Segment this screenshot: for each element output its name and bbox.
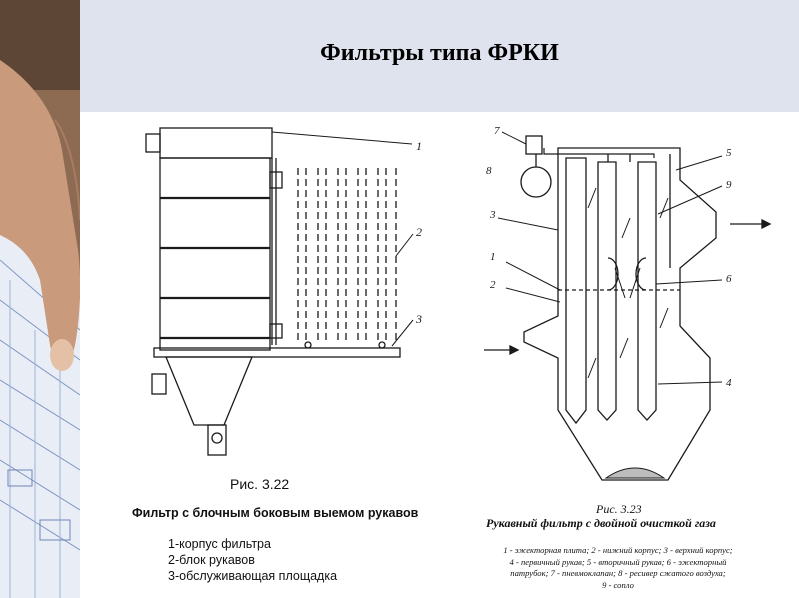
legend-left-item: 1-корпус фильтра [168,537,271,551]
callout-right-8: 8 [486,165,492,177]
figure-right-legend: 1 - эжекторная плита; 2 - нижний корпус;… [462,545,774,591]
hand-photo [0,0,80,598]
figure-right-caption: Рукавный фильтр с двойной очисткой газа [486,516,716,530]
slide-title: Фильтры типа ФРКИ [320,40,559,66]
callout-right-1: 1 [490,251,496,263]
callout-right-4: 4 [726,377,732,389]
legend-right-line: 1 - эжекторная плита; 2 - нижний корпус;… [503,545,733,555]
legend-left-item: 3-обслуживающая площадка [168,569,338,583]
filter-block-diagram: 1 2 3 [145,127,422,456]
callout-right-7: 7 [494,125,500,137]
callout-right-6: 6 [726,273,732,285]
figure-right-number: Рис. 3.23 [596,502,642,516]
callout-right-9: 9 [726,179,732,191]
figure-left-caption: Фильтр с блочным боковым выемом рукавов [132,506,419,520]
callout-left-1: 1 [416,139,422,153]
callout-right-5: 5 [726,147,732,159]
legend-left-item: 2-блок рукавов [168,553,255,567]
legend-right-line: 9 - сопло [602,579,634,590]
callout-left-2: 2 [416,225,422,239]
legend-right-line: 4 - первичный рукав; 5 - вторичный рукав… [509,556,727,567]
figure-left-legend: 1-корпус фильтра 2-блок рукавов 3-обслуж… [168,536,337,584]
header-band [80,0,799,112]
sleeve-filter-diagram: 7 8 3 1 2 5 9 6 4 [484,125,772,481]
callout-right-3: 3 [489,209,496,221]
callout-left-3: 3 [415,312,422,326]
callout-right-2: 2 [490,279,496,291]
legend-right-line: патрубок; 7 - пневмоклапан; 8 - ресивер … [510,568,726,578]
figure-left-number: Рис. 3.22 [230,476,290,492]
